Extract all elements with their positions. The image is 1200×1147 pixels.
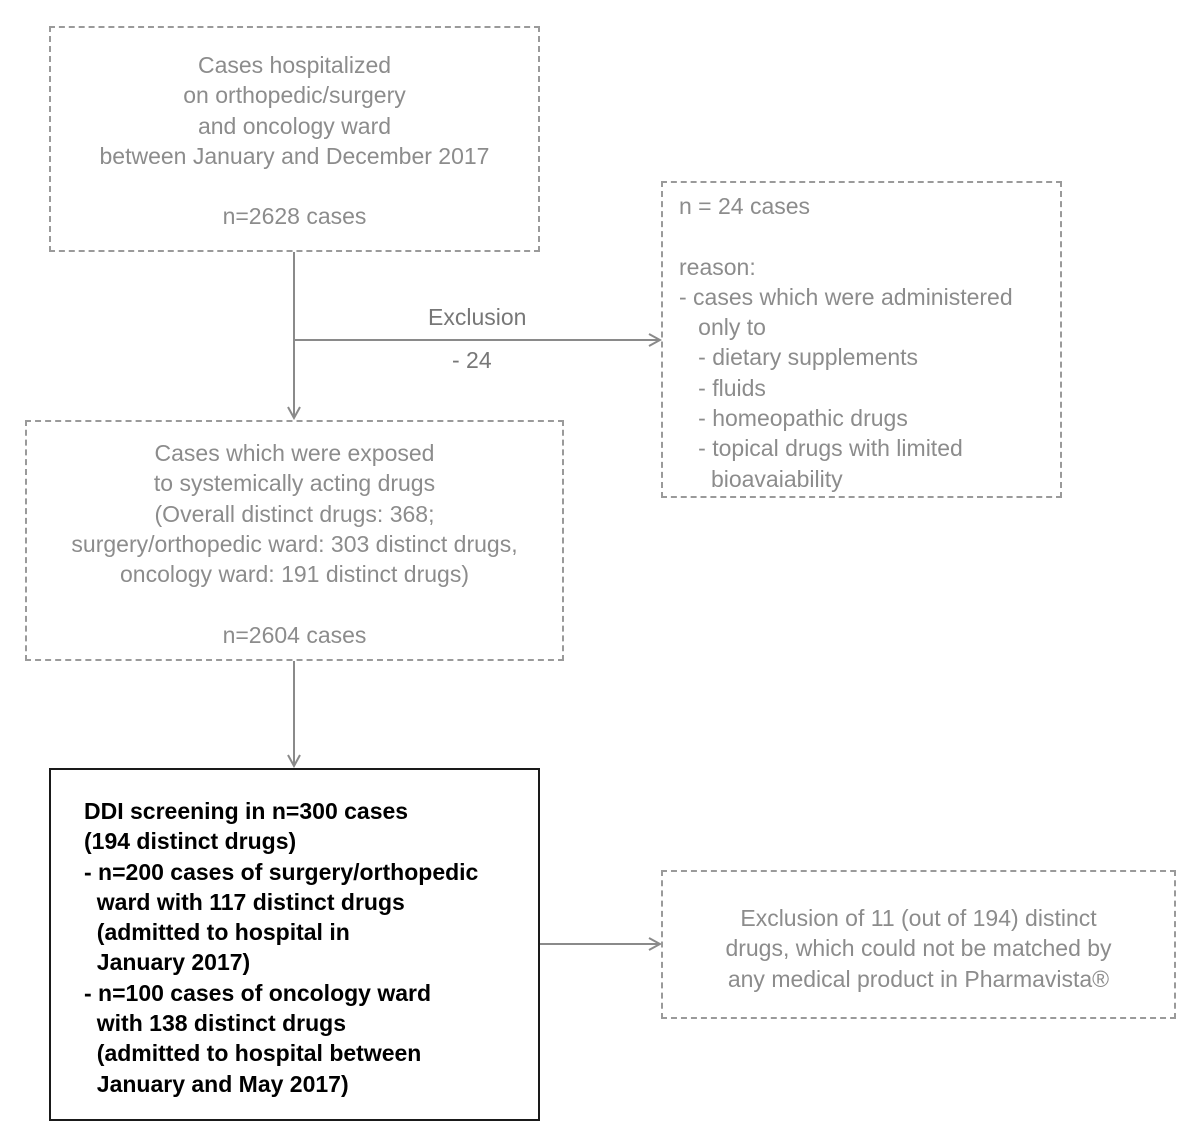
excluded-line: - topical drugs with limited [679,435,963,462]
exposed-line: to systemically acting drugs [153,470,436,497]
hospitalized-line: Cases hospitalized [197,52,392,78]
unmatched-line: any medical product in Pharmavista® [727,965,1110,992]
screening-line: - n=100 cases of oncology ward [84,979,432,1006]
exposed-line: (Overall distinct drugs: 368; [154,500,435,527]
exposed-count: n=2604 cases [222,621,367,648]
box-unmatched-drugs: Exclusion of 11 (out of 194) distinct dr… [661,870,1176,1019]
screening-line: January and May 2017) [84,1070,349,1097]
unmatched-line: Exclusion of 11 (out of 194) distinct [740,905,1097,931]
excluded-line: - cases which were administered [679,283,1013,310]
exposed-line: oncology ward: 191 distinct drugs) [119,561,470,588]
excluded-line: bioavaiability [679,465,843,492]
screening-line: (194 distinct drugs) [84,828,297,855]
box-ddi-screening: DDI screening in n=300 cases (194 distin… [49,768,540,1121]
excluded-line: reason: [679,253,756,280]
excluded-line: - homeopathic drugs [679,405,908,432]
box-hospitalized-cases: Cases hospitalized on orthopedic/surgery… [49,26,540,252]
hospitalized-line: between January and December 2017 [99,142,490,169]
exposed-line: surgery/orthopedic ward: 303 distinct dr… [71,530,518,557]
hospitalized-count: n=2628 cases [222,203,367,230]
hospitalized-line: and oncology ward [197,112,392,139]
excluded-line: only to [679,314,766,341]
excluded-line: - fluids [679,374,766,401]
screening-line: ward with 117 distinct drugs [84,888,405,915]
screening-line: - n=200 cases of surgery/orthopedic [84,858,479,885]
screening-line: DDI screening in n=300 cases [84,798,409,824]
exposed-line: Cases which were exposed [154,440,435,466]
excluded-line: - dietary supplements [679,344,919,371]
screening-line: (admitted to hospital between [84,1040,422,1067]
screening-line: January 2017) [84,949,251,976]
excluded-count: n = 24 cases [679,193,811,219]
screening-line: (admitted to hospital in [84,919,350,946]
box-excluded-cases: n = 24 cases reason: - cases which were … [661,181,1062,498]
exclusion-label: Exclusion [428,304,527,330]
box-exposed-cases: Cases which were exposed to systemically… [25,420,564,661]
hospitalized-line: on orthopedic/surgery [183,82,406,109]
screening-line: with 138 distinct drugs [84,1010,346,1037]
exclusion-count: - 24 [452,347,492,373]
unmatched-line: drugs, which could not be matched by [725,935,1112,962]
